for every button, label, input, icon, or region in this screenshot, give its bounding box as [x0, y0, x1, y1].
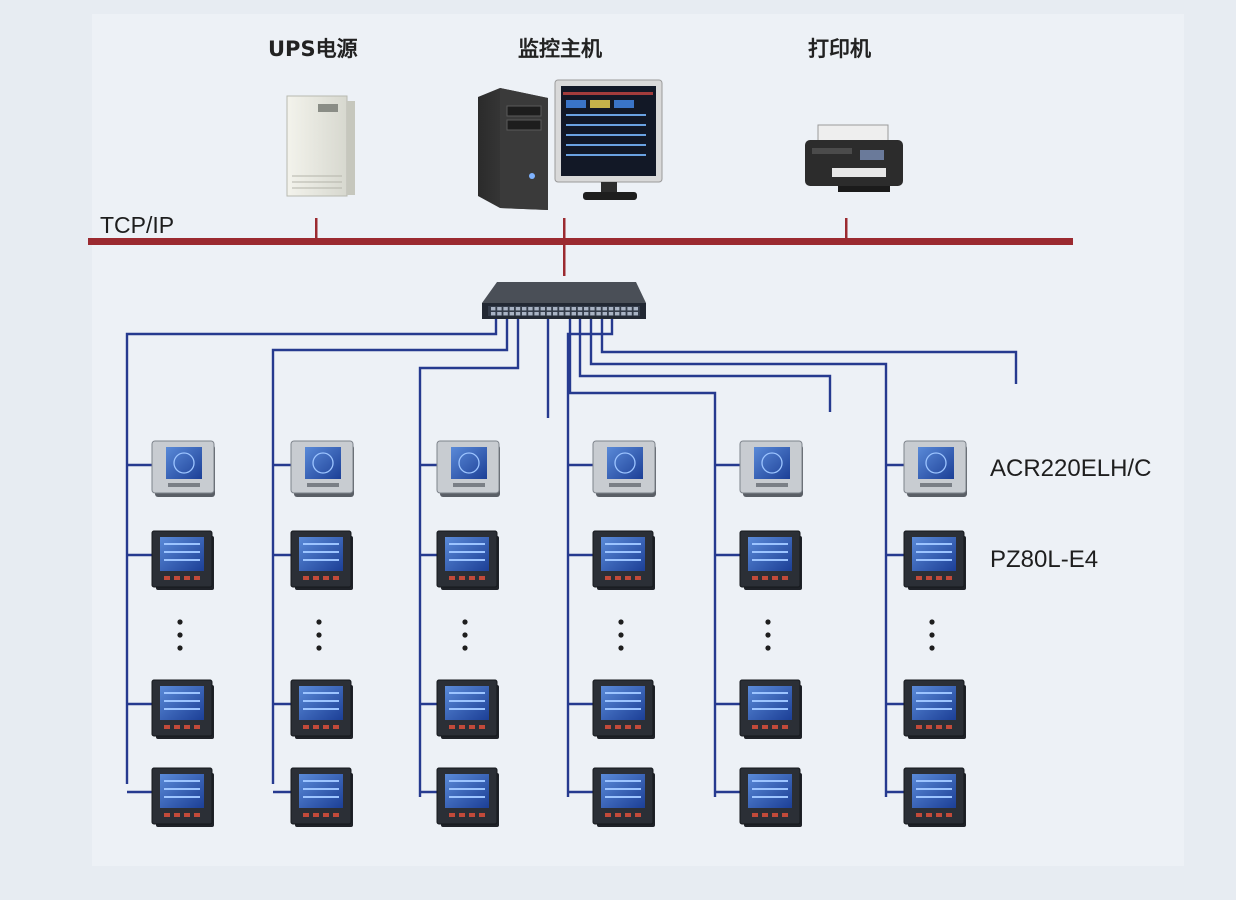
- ups-label: UPS电源: [268, 37, 358, 61]
- pz-meter-icon: [592, 767, 655, 827]
- pz-meter-label: PZ80L-E4: [990, 546, 1099, 573]
- meter-column-2: [273, 440, 354, 827]
- acr-meter-label: ACR220ELH/C: [990, 455, 1152, 482]
- acr-meter-icon: [436, 440, 500, 497]
- pz-meter-icon: [290, 530, 353, 590]
- acr-meter-icon: [739, 440, 803, 497]
- pz-meter-icon: [151, 530, 214, 590]
- pz-meter-icon: [151, 767, 214, 827]
- ellipsis-dot: [618, 632, 624, 638]
- ellipsis-dot: [316, 632, 322, 638]
- pz-meter-icon: [436, 767, 499, 827]
- pz-meter-icon: [436, 530, 499, 590]
- host-drop-line: [563, 218, 566, 276]
- ellipsis-dot: [316, 645, 322, 651]
- pz-meter-icon: [436, 679, 499, 739]
- monitor-icon: [554, 79, 663, 200]
- pz-meter-icon: [903, 679, 966, 739]
- tcp-ip-label: TCP/IP: [100, 212, 175, 238]
- printer-icon: [805, 124, 903, 192]
- ellipsis-dot: [929, 619, 935, 625]
- printer-label: 打印机: [808, 37, 871, 61]
- pz-meter-icon: [903, 767, 966, 827]
- ellipsis-dot: [177, 645, 183, 651]
- ellipsis-dot: [316, 619, 322, 625]
- ellipsis-dot: [462, 632, 468, 638]
- pz-meter-icon: [290, 679, 353, 739]
- branch-line-2: [271, 319, 509, 784]
- network-switch-icon: [482, 282, 646, 319]
- ellipsis-dot: [618, 619, 624, 625]
- ellipsis-dot: [177, 619, 183, 625]
- tower-pc-icon: [478, 88, 548, 210]
- ellipsis-dot: [177, 632, 183, 638]
- ups-icon: [286, 95, 355, 197]
- host-label: 监控主机: [518, 37, 602, 61]
- pz-meter-icon: [151, 679, 214, 739]
- branch-line-5: [568, 319, 717, 797]
- meter-column-3: [420, 440, 500, 827]
- meter-column-5: [715, 440, 803, 827]
- ellipsis-dot: [929, 645, 935, 651]
- pz-meter-icon: [739, 767, 802, 827]
- ellipsis-dot: [929, 632, 935, 638]
- pz-meter-icon: [739, 679, 802, 739]
- ellipsis-dot: [462, 619, 468, 625]
- branch-lines: [125, 319, 1018, 797]
- printer-drop-line: [845, 218, 848, 240]
- acr-meter-icon: [592, 440, 656, 497]
- ellipsis-dot: [765, 619, 771, 625]
- branch-line-6: [578, 319, 832, 412]
- ellipsis-dot: [618, 645, 624, 651]
- branch-line-3: [418, 319, 520, 797]
- pz-meter-icon: [592, 679, 655, 739]
- acr-meter-icon: [903, 440, 967, 497]
- pz-meter-icon: [592, 530, 655, 590]
- ellipsis-dot: [765, 632, 771, 638]
- acr-meter-icon: [290, 440, 354, 497]
- branch-line-9: [566, 319, 614, 797]
- branch-line-8: [600, 319, 1018, 384]
- tcp-ip-bus: [88, 238, 1073, 245]
- ellipsis-dot: [765, 645, 771, 651]
- branch-line-1: [125, 319, 498, 784]
- branch-line-7: [589, 319, 888, 797]
- meter-column-1: [127, 440, 215, 827]
- acr-meter-icon: [151, 440, 215, 497]
- meter-column-4: [568, 440, 656, 827]
- ellipsis-dot: [462, 645, 468, 651]
- ups-drop-line: [315, 218, 318, 240]
- pz-meter-icon: [739, 530, 802, 590]
- pz-meter-icon: [290, 767, 353, 827]
- meter-column-6: [886, 440, 967, 827]
- pz-meter-icon: [903, 530, 966, 590]
